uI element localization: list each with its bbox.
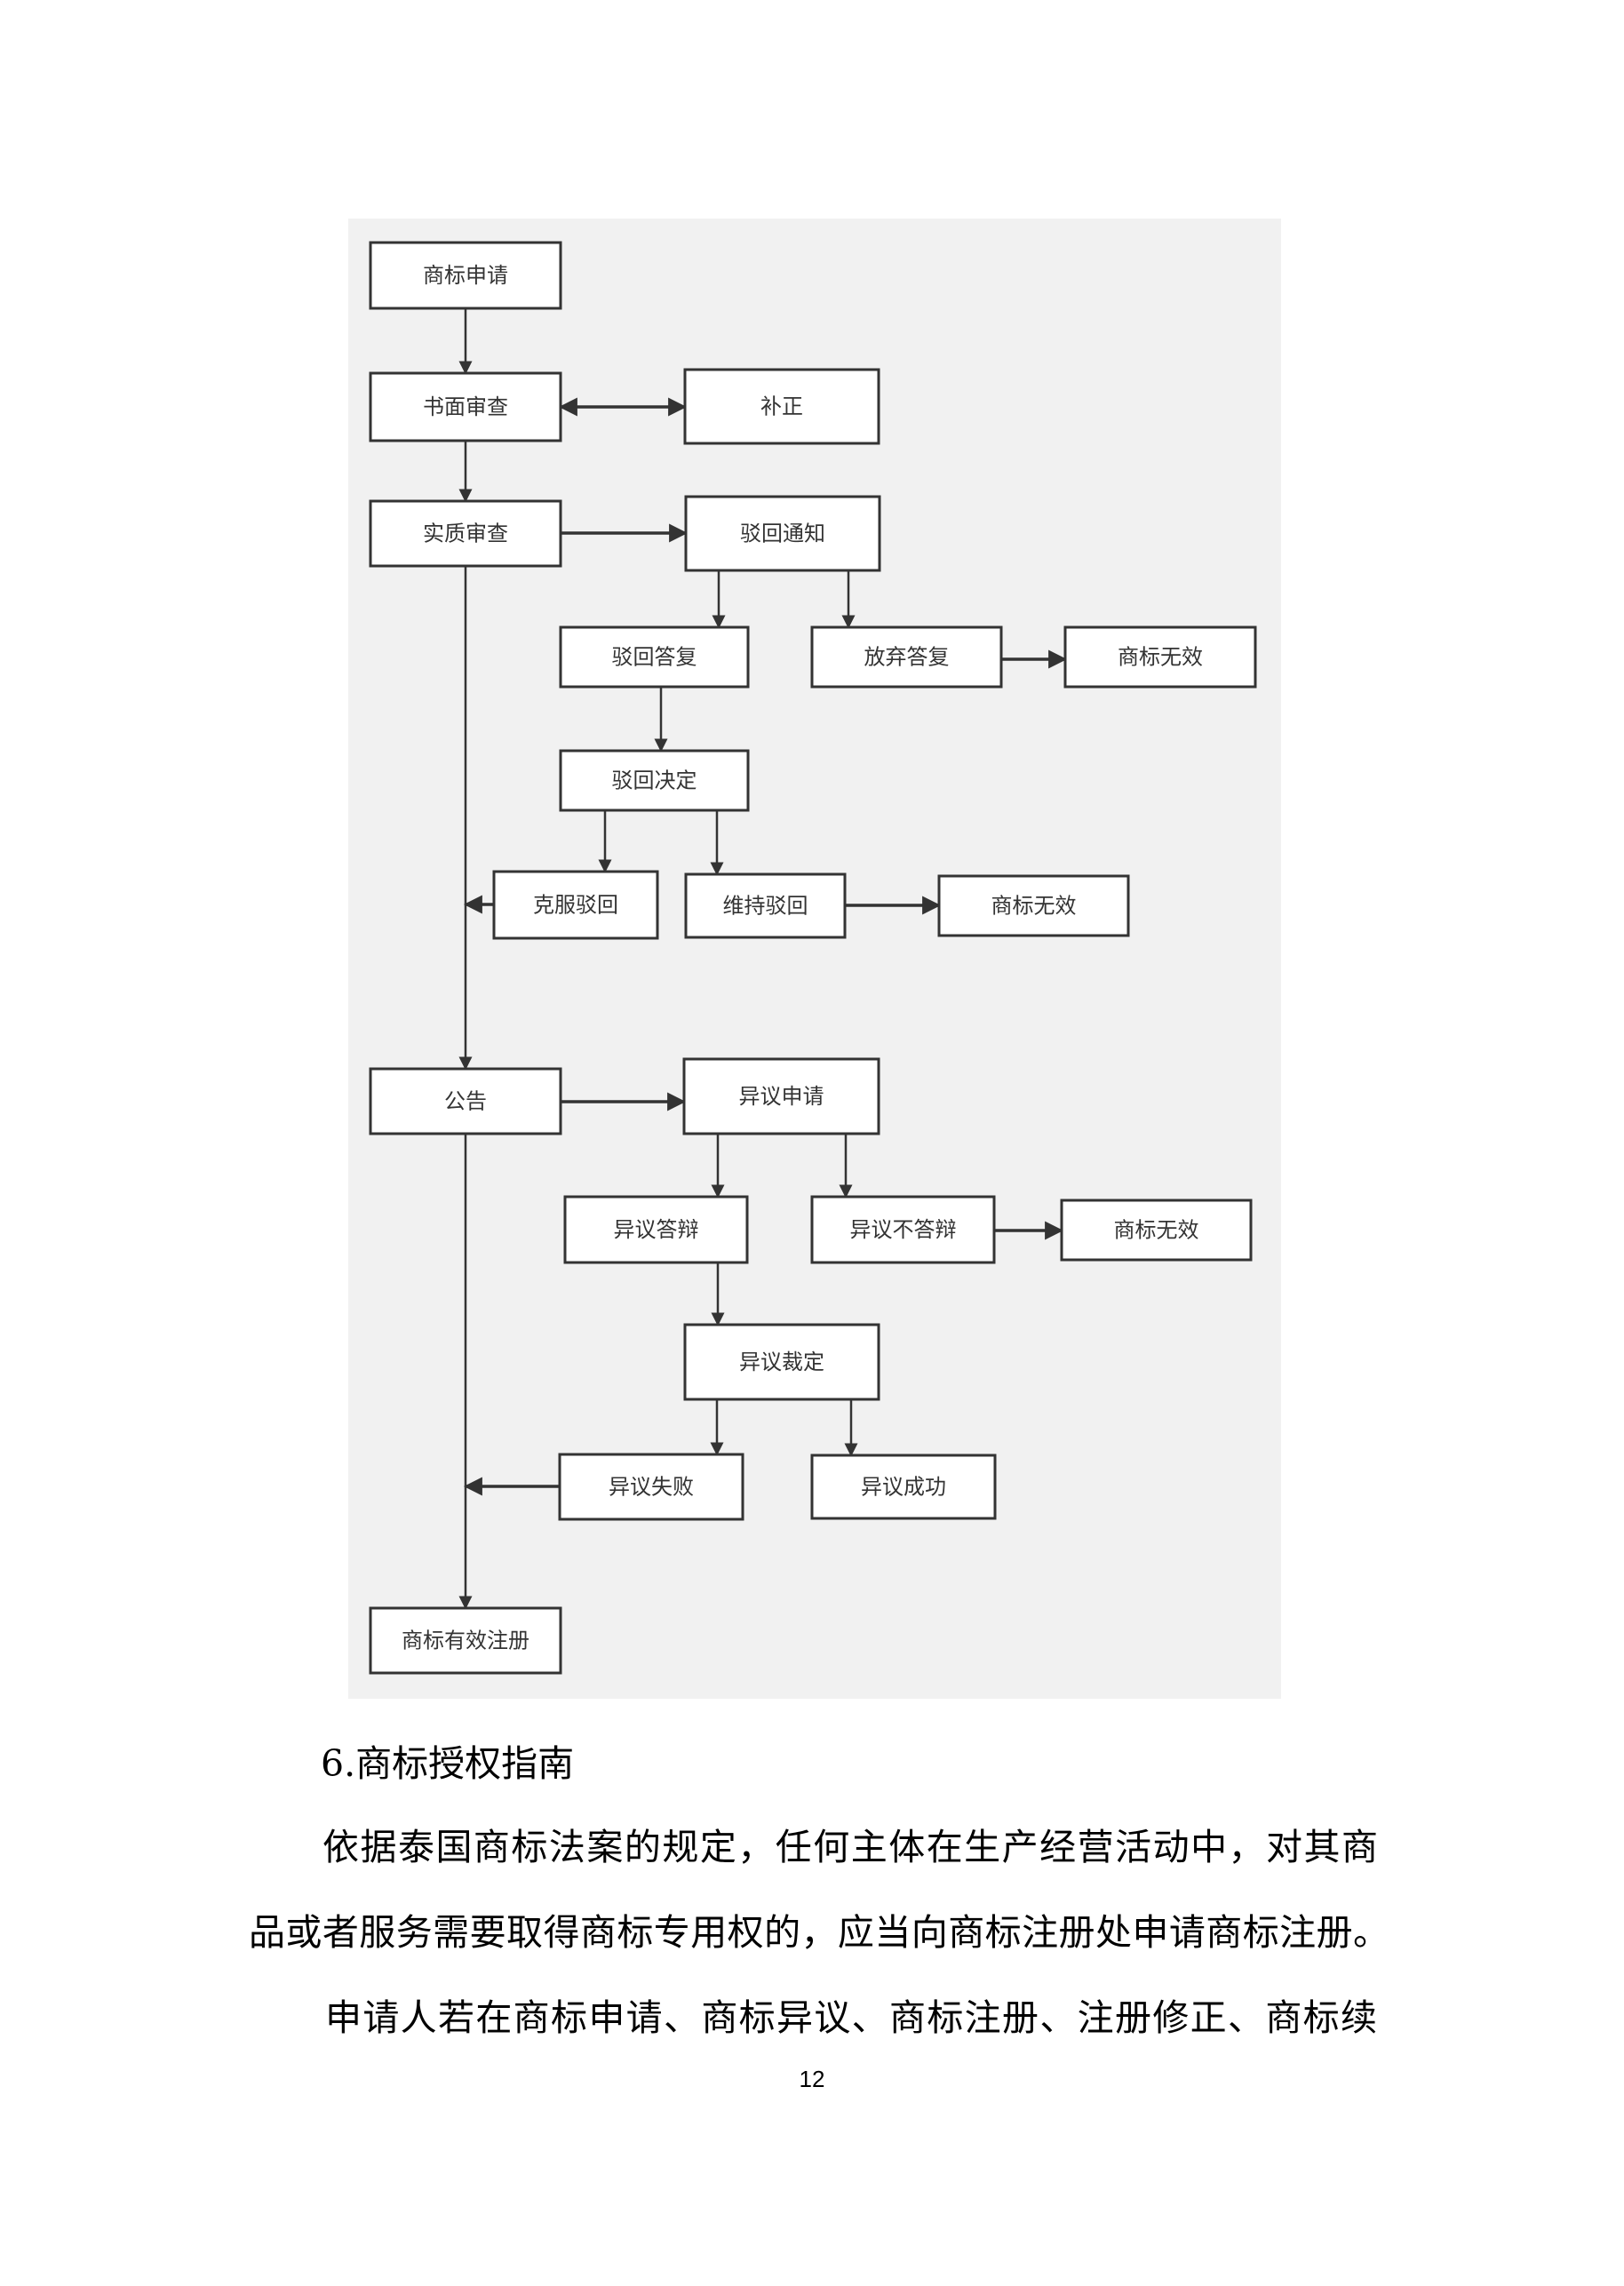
flow-node-label: 异议不答辩	[850, 1217, 957, 1242]
flow-node-opposition-no-defense: 异议不答辩	[810, 1195, 996, 1264]
page-number: 12	[799, 2066, 825, 2092]
flow-node-opposition-failed: 异议失败	[558, 1453, 744, 1521]
flow-node-correction: 补正	[683, 368, 880, 445]
flow-node-label: 异议答辩	[614, 1217, 699, 1242]
flow-node-box	[369, 241, 562, 310]
flowchart-nodes: 商标申请书面审查补正实质审查驳回通知驳回答复放弃答复商标无效驳回决定克服驳回维持…	[369, 241, 1257, 1675]
paragraph-line: 品或者服务需要取得商标专用权的，应当向商标注册处申请商标注册。	[249, 1911, 1389, 1954]
flow-node-formal-exam: 书面审查	[369, 371, 562, 442]
flow-node-invalid-2: 商标无效	[937, 874, 1130, 937]
flow-node-box	[810, 1195, 996, 1264]
flow-node-box	[683, 1323, 880, 1401]
flow-node-label: 异议裁定	[739, 1350, 824, 1374]
flow-node-label: 异议申请	[739, 1084, 824, 1109]
flow-node-label: 公告	[444, 1089, 487, 1114]
flow-node-box	[369, 1067, 562, 1135]
flow-node-box	[563, 1195, 749, 1264]
flow-node-box	[558, 1453, 744, 1521]
flow-node-opposition-defense: 异议答辩	[563, 1195, 749, 1264]
flow-node-opposition-success: 异议成功	[810, 1454, 997, 1520]
flow-node-label: 克服驳回	[533, 893, 618, 918]
flow-node-rejection-reply: 驳回答复	[559, 625, 750, 689]
flow-node-label: 商标申请	[423, 263, 508, 288]
flow-node-abandon-reply: 放弃答复	[810, 625, 1003, 689]
flow-node-label: 驳回答复	[612, 645, 697, 670]
flow-node-opposition-apply: 异议申请	[682, 1057, 880, 1135]
flow-node-label: 维持驳回	[723, 894, 808, 919]
flow-node-box	[682, 1057, 880, 1135]
flow-node-label: 异议成功	[861, 1475, 946, 1500]
flow-node-box	[1060, 1199, 1253, 1262]
flow-node-box	[369, 499, 562, 568]
flow-node-box	[684, 495, 881, 572]
flow-node-rejection-decision: 驳回决定	[559, 749, 750, 812]
flow-node-box	[369, 1606, 562, 1675]
flow-node-invalid-1: 商标无效	[1063, 625, 1257, 689]
flow-node-label: 驳回通知	[740, 522, 825, 546]
flow-node-label: 商标无效	[1114, 1218, 1199, 1243]
flow-node-valid-registration: 商标有效注册	[369, 1606, 562, 1675]
flow-node-box	[810, 625, 1003, 689]
flow-node-label: 驳回决定	[612, 769, 697, 793]
flowchart-edges	[458, 308, 1068, 1610]
flowchart-background	[348, 219, 1281, 1699]
flow-node-label: 商标无效	[991, 894, 1077, 919]
flow-node-box	[559, 749, 750, 812]
flow-node-label: 补正	[760, 394, 803, 419]
flow-node-label: 商标无效	[1118, 645, 1203, 670]
flow-node-maintain-rejection: 维持驳回	[684, 872, 847, 939]
flow-node-rejection-notice: 驳回通知	[684, 495, 881, 572]
flow-node-substantive-exam: 实质审查	[369, 499, 562, 568]
flow-node-apply: 商标申请	[369, 241, 562, 310]
flow-node-box	[684, 872, 847, 939]
paragraph-line: 依据泰国商标法案的规定，任何主体在生产经营活动中，对其商	[322, 1826, 1378, 1868]
flow-node-label: 放弃答复	[864, 645, 950, 670]
flow-node-box	[369, 371, 562, 442]
flow-node-label: 实质审查	[423, 522, 508, 546]
flow-node-opposition-ruling: 异议裁定	[683, 1323, 880, 1401]
flow-node-label: 异议失败	[609, 1475, 694, 1500]
flow-node-publication: 公告	[369, 1067, 562, 1135]
paragraph-line: 申请人若在商标申请、商标异议、商标注册、注册修正、商标续	[325, 1996, 1377, 2039]
flow-node-overcome-rejection: 克服驳回	[492, 870, 659, 940]
flow-node-box	[559, 625, 750, 689]
section-heading: 6.商标授权指南	[321, 1742, 575, 1785]
flow-node-box	[810, 1454, 997, 1520]
flow-node-box	[492, 870, 659, 940]
flow-node-invalid-3: 商标无效	[1060, 1199, 1253, 1262]
flow-node-label: 书面审查	[423, 394, 508, 419]
flow-node-box	[1063, 625, 1257, 689]
flow-node-box	[937, 874, 1130, 937]
flow-node-label: 商标有效注册	[402, 1629, 529, 1653]
flow-node-box	[683, 368, 880, 445]
